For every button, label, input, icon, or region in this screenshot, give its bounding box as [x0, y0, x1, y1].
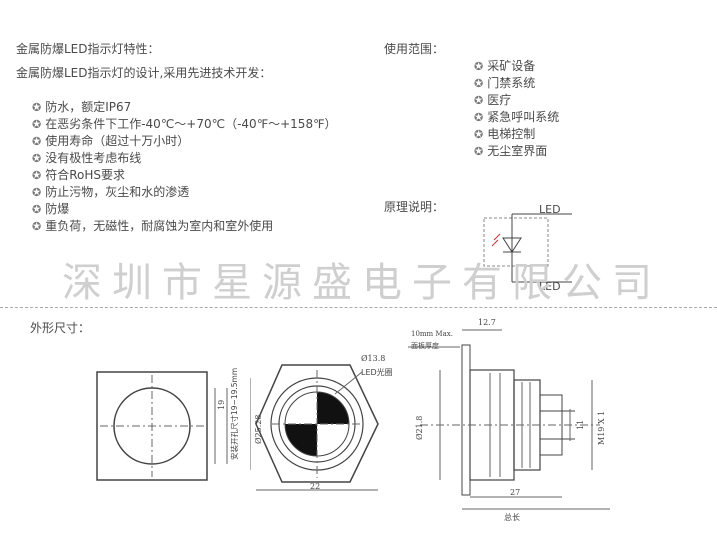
dim-label-22: 22: [310, 482, 321, 491]
star-bullet-icon: ✪: [32, 169, 42, 182]
list-item: ✪门禁系统: [474, 76, 536, 90]
feature-list: ✪防水，额定IP67 ✪在恶劣条件下工作-40℃～+70℃（-40℉～+158℉…: [32, 99, 337, 235]
dim-label-11: 11: [576, 419, 585, 430]
star-bullet-icon: ✪: [474, 77, 484, 90]
list-item: ✪防止污物，灰尘和水的渗透: [32, 185, 190, 199]
list-item: ✪电梯控制: [474, 127, 536, 141]
star-bullet-icon: ✪: [32, 101, 42, 114]
usage-title: 使用范围：: [384, 42, 445, 56]
list-item: ✪医疗: [474, 93, 512, 107]
dim-label-27: 27: [510, 488, 521, 497]
star-bullet-icon: ✪: [474, 94, 484, 107]
section-divider: [0, 307, 717, 308]
lens-quadrant: [317, 392, 349, 424]
list-item: ✪防爆: [32, 202, 70, 216]
hex-nut: [255, 364, 379, 483]
principle-title: 原理说明：: [384, 200, 445, 214]
company-watermark: 深圳市星源盛电子有限公司: [62, 260, 662, 306]
side-view-drawing: [408, 329, 610, 510]
list-item: ✪没有极性考虑布线: [32, 151, 142, 165]
light-arrow-icon: [493, 233, 501, 241]
star-bullet-icon: ✪: [32, 220, 42, 233]
panel-plate: [461, 344, 471, 496]
list-item: ✪使用寿命（超过十万小时）: [32, 134, 190, 148]
star-bullet-icon: ✪: [474, 145, 484, 158]
diode-icon: [502, 237, 522, 253]
list-item: ✪紧急呼叫系统: [474, 110, 560, 124]
dim-label-19: 19: [217, 399, 226, 410]
schematic-dashed-box: [483, 217, 549, 267]
thread-spec-label: M19 X 1: [597, 410, 606, 445]
list-item: ✪采矿设备: [474, 59, 536, 73]
list-item: ✪重负荷，无磁性，耐腐蚀为室内和室外使用: [32, 219, 274, 233]
panel-cutout-drawing: [96, 371, 228, 481]
panel-thickness-label: 面板厚度: [411, 342, 439, 350]
cutout-size-label: 安装开孔尺寸19~19.5mm: [230, 367, 239, 460]
star-bullet-icon: ✪: [32, 118, 42, 131]
star-bullet-icon: ✪: [32, 203, 42, 216]
star-bullet-icon: ✪: [474, 111, 484, 124]
list-item: ✪符合RoHS要求: [32, 168, 126, 182]
light-arrow-icon: [491, 239, 499, 247]
max-thickness-label: 10mm Max.: [411, 330, 453, 338]
star-bullet-icon: ✪: [474, 60, 484, 73]
star-bullet-icon: ✪: [32, 135, 42, 148]
front-view-drawing: [250, 364, 379, 491]
star-bullet-icon: ✪: [32, 152, 42, 165]
list-item: ✪防水，额定IP67: [32, 100, 132, 114]
panel-square: [96, 371, 208, 481]
total-length-label: 总长: [504, 513, 520, 522]
star-bullet-icon: ✪: [32, 186, 42, 199]
dim-label-d13-8: Ø13.8: [361, 354, 386, 363]
star-bullet-icon: ✪: [474, 128, 484, 141]
dim-label-d25-28: Ø25.28: [254, 414, 263, 444]
led-label-bottom: LED: [539, 280, 561, 293]
led-label-top: LED: [539, 203, 561, 216]
usage-list: ✪采矿设备 ✪门禁系统 ✪医疗 ✪紧急呼叫系统 ✪电梯控制 ✪无尘室界面: [474, 58, 559, 160]
leader-line: [334, 371, 363, 395]
dim-label-12-7: 12.7: [478, 318, 496, 327]
list-item: ✪无尘室界面: [474, 144, 548, 158]
led-schematic-diagram: [483, 213, 572, 283]
design-subtitle: 金属防爆LED指示灯的设计,采用先进技术开发：: [16, 66, 272, 80]
lens-quadrant: [285, 424, 317, 456]
features-title: 金属防爆LED指示灯特性：: [16, 42, 160, 56]
led-ring-label: LED光圈: [361, 368, 393, 377]
list-item: ✪在恶劣条件下工作-40℃～+70℃（-40℉～+158℉）: [32, 117, 337, 131]
dimensions-title: 外形尺寸：: [30, 321, 91, 335]
dim-label-d21-8: Ø21.8: [415, 415, 424, 440]
